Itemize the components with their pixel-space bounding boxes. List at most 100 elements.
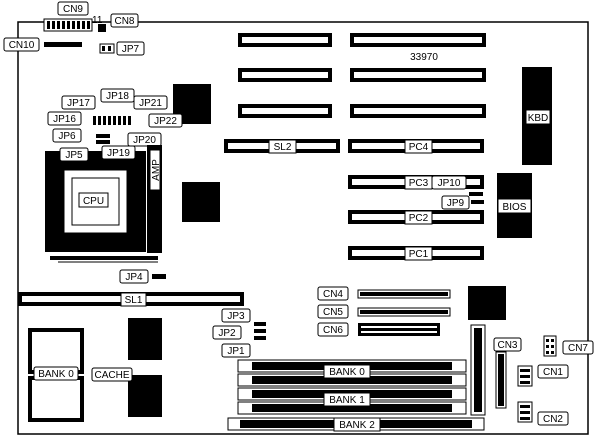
cn2-pins	[520, 405, 530, 420]
label-sl2: SL2	[268, 139, 297, 154]
label-jp21-text: JP21	[139, 98, 162, 109]
label-sl2-text: SL2	[274, 142, 292, 153]
label-pc1: PC1	[404, 246, 433, 261]
label-jp2: JP2	[212, 325, 242, 340]
label-cn3-text: CN3	[497, 340, 517, 351]
cn9-pins	[47, 21, 90, 29]
label-cn8: CN8	[110, 13, 139, 28]
label-jp10: JP10	[431, 175, 467, 190]
label-bank2-text: BANK 2	[339, 420, 375, 431]
label-bank0: BANK 0	[323, 364, 371, 379]
jp7-pin	[108, 46, 111, 51]
label-cn7: CN7	[562, 340, 594, 355]
label-jp3-text: JP3	[227, 311, 245, 322]
label-bank0-left: BANK 0	[33, 366, 79, 381]
label-cpu: CPU	[78, 192, 109, 208]
label-bank2: BANK 2	[333, 417, 381, 432]
label-pc4-text: PC4	[409, 142, 429, 153]
label-jp6: JP6	[52, 128, 82, 143]
label-sl1: SL1	[120, 292, 147, 307]
label-jp16-text: JP16	[53, 114, 76, 125]
label-cache: CACHE	[91, 367, 133, 382]
label-bios: BIOS	[497, 198, 532, 214]
label-jp1: JP1	[221, 343, 251, 358]
label-cn1-text: CN1	[543, 367, 563, 378]
label-cn1: CN1	[537, 364, 569, 379]
label-cn10: CN10	[3, 37, 40, 52]
cn8-connector	[98, 24, 106, 32]
label-cn2-text: CN2	[543, 414, 563, 425]
label-jp18-text: JP18	[106, 91, 129, 102]
label-jp9: JP9	[441, 195, 470, 210]
label-cn6: CN6	[317, 322, 349, 337]
label-pc3: PC3	[404, 175, 433, 190]
label-jp19: JP19	[101, 145, 136, 160]
label-kbd: KBD	[525, 109, 551, 125]
jp9-jumper	[471, 200, 484, 204]
label-jp5: JP5	[59, 147, 89, 162]
label-cn9: CN9	[57, 1, 89, 16]
label-jp1-text: JP1	[227, 346, 245, 357]
cn5-pins	[360, 310, 448, 314]
vertical-connector-pins	[474, 328, 482, 412]
label-bank1: BANK 1	[323, 392, 371, 407]
label-amp-text: AMP	[151, 159, 162, 181]
label-jp7: JP7	[116, 41, 145, 56]
label-jp20-text: JP20	[133, 135, 156, 146]
label-jp7-text: JP7	[122, 44, 140, 55]
label-cn7-text: CN7	[568, 343, 588, 354]
label-jp16: JP16	[47, 111, 82, 126]
board-number: 33970	[410, 52, 438, 63]
jp10-jumper	[469, 192, 483, 196]
label-jp9-text: JP9	[447, 198, 465, 209]
label-bank1-text: BANK 1	[329, 395, 365, 406]
tag-chip-2	[128, 375, 162, 417]
label-jp18: JP18	[100, 88, 135, 103]
jp7-jumper	[99, 43, 115, 54]
jumper-cluster	[93, 116, 131, 144]
cn7-pins	[546, 339, 554, 354]
label-cn9-text: CN9	[63, 4, 83, 15]
cache-chip-1	[28, 328, 84, 374]
label-bank0-text: BANK 0	[329, 367, 365, 378]
label-cpu-text: CPU	[83, 196, 104, 207]
cn6-pins	[361, 328, 437, 331]
cn3-pins	[498, 354, 504, 406]
label-jp22: JP22	[148, 113, 183, 128]
label-cn4: CN4	[317, 286, 349, 301]
label-cn4-text: CN4	[323, 289, 343, 300]
tag-chip-1	[128, 318, 162, 360]
cn10-connector	[44, 42, 82, 47]
label-sl1-text: SL1	[125, 295, 143, 306]
cn7-connector	[543, 335, 557, 357]
jp7-pin	[102, 46, 105, 51]
chip-right	[468, 286, 506, 320]
amp-label-box	[149, 149, 161, 191]
label-cn2: CN2	[537, 411, 569, 426]
label-jp20: JP20	[127, 132, 162, 147]
label-cn10-text: CN10	[9, 40, 35, 51]
label-jp3: JP3	[221, 308, 251, 323]
cpu-socket-base	[50, 256, 158, 260]
label-jp21: JP21	[133, 95, 168, 110]
upper-slots	[238, 33, 486, 118]
cn1-pins	[520, 369, 530, 384]
jp1-jp3-jumpers	[254, 322, 266, 340]
label-jp6-text: JP6	[58, 131, 76, 142]
chipset-middle	[182, 182, 220, 222]
jp4-jumper	[152, 274, 166, 279]
label-jp4: JP4	[119, 269, 149, 284]
label-jp19-text: JP19	[107, 148, 130, 159]
label-jp10-text: JP10	[438, 178, 461, 189]
label-kbd-text: KBD	[528, 113, 549, 124]
label-cn6-text: CN6	[323, 325, 343, 336]
label-pc2: PC2	[404, 210, 433, 225]
label-jp4-text: JP4	[125, 272, 143, 283]
label-jp22-text: JP22	[154, 116, 177, 127]
label-bios-text: BIOS	[503, 202, 527, 213]
label-cache-text: CACHE	[94, 370, 129, 381]
label-cn5-text: CN5	[323, 307, 343, 318]
label-jp17-text: JP17	[67, 98, 90, 109]
label-cn8-text: CN8	[114, 16, 134, 27]
